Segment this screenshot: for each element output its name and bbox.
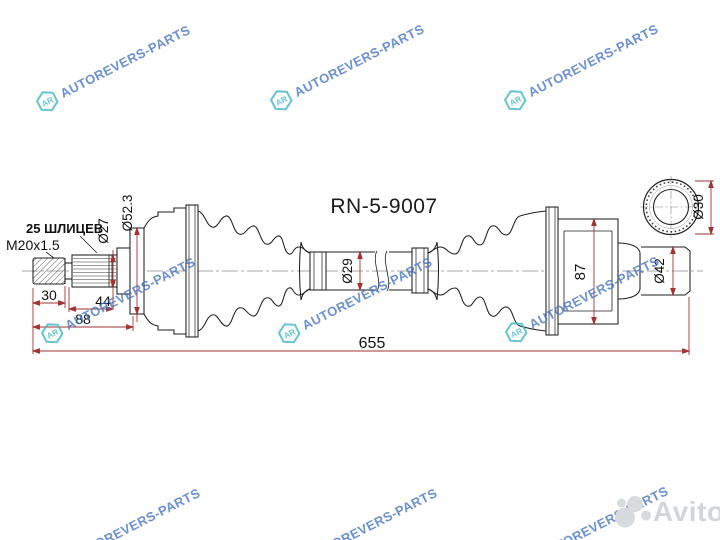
- dim-spline-diameter: [110, 250, 116, 309]
- dim-inner-joint-diameter: [591, 218, 597, 325]
- dim-ring-diameter: [695, 180, 714, 235]
- snap-ring-view: [640, 176, 702, 238]
- avito-icon: [615, 496, 651, 528]
- dim-text-87: 87: [572, 264, 589, 281]
- spline-section: [71, 254, 118, 288]
- dim-text-d27: Ø27: [96, 218, 111, 244]
- dim-total-length: [32, 297, 690, 355]
- dim-text-44: 44: [95, 293, 111, 309]
- dim-text-d29: Ø29: [340, 258, 355, 284]
- dim-shaft-diameter: [357, 251, 363, 291]
- avito-logo: Avito: [604, 492, 720, 532]
- inner-cv-joint: [557, 218, 641, 325]
- dim-text-d42: Ø42: [652, 258, 667, 284]
- leader-lines: [45, 235, 98, 259]
- left-boot: [197, 210, 327, 332]
- part-number-label: RN-5-9007: [330, 195, 437, 218]
- dim-text-30: 30: [41, 287, 57, 303]
- dim-thread-length: [32, 286, 66, 354]
- dim-text-88: 88: [75, 311, 91, 327]
- interconnecting-shaft: [326, 250, 412, 292]
- thread-spec-label: M20x1.5: [6, 237, 60, 253]
- dim-spline-length: [68, 287, 114, 312]
- right-boot: [411, 206, 559, 336]
- outer-cv-joint: [116, 204, 199, 338]
- dim-flange-diameter: [134, 227, 140, 322]
- dim-text-d52: Ø52.3: [120, 195, 135, 232]
- thread-section: [32, 257, 72, 285]
- dim-text-d30: Ø30: [691, 194, 706, 220]
- avito-wordmark: Avito: [653, 496, 720, 527]
- stub-shaft: [641, 246, 691, 296]
- dim-text-655: 655: [359, 335, 386, 352]
- dim-stub-diameter: [670, 246, 676, 296]
- spline-count-label: 25 ШЛИЦЕВ: [26, 221, 103, 236]
